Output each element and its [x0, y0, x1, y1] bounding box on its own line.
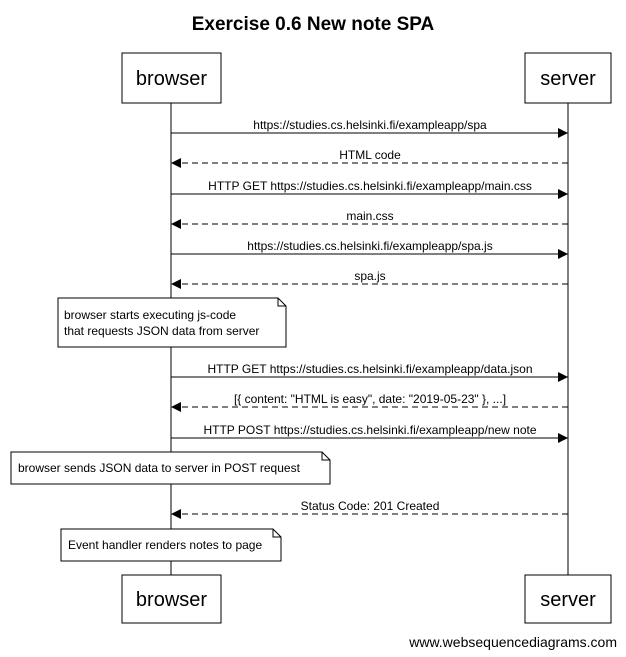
message-label: main.css [346, 209, 393, 223]
participant-server-label: server [540, 68, 596, 90]
message-label: https://studies.cs.helsinki.fi/exampleap… [253, 118, 487, 132]
message-request-spa: https://studies.cs.helsinki.fi/exampleap… [171, 118, 568, 138]
participant-browser-label: browser [136, 68, 207, 90]
participant-browser-bottom: browser [121, 574, 222, 624]
note-js-execution: browser starts executing js-code that re… [57, 297, 287, 348]
message-label: Status Code: 201 Created [301, 499, 440, 513]
note-event-handler: Event handler renders notes to page [60, 528, 282, 562]
message-response-spa-js: spa.js [171, 269, 568, 289]
participant-browser-label: browser [136, 589, 207, 611]
diagram-title: Exercise 0.6 New note SPA [192, 14, 435, 35]
message-label: spa.js [354, 269, 385, 283]
message-response-main-css: main.css [171, 209, 568, 229]
message-label: HTML code [339, 148, 401, 162]
participant-server-top: server [524, 52, 612, 104]
note-line: browser starts executing js-code [64, 308, 236, 322]
message-response-201: Status Code: 201 Created [171, 499, 568, 519]
note-post-request: browser sends JSON data to server in POS… [10, 451, 331, 485]
note-line: Event handler renders notes to page [68, 538, 262, 552]
message-response-data-json: [{ content: "HTML is easy", date: "2019-… [171, 392, 568, 412]
footer-watermark: www.websequencediagrams.com [408, 634, 617, 650]
message-request-spa-js: https://studies.cs.helsinki.fi/exampleap… [171, 239, 568, 259]
message-request-main-css: HTTP GET https://studies.cs.helsinki.fi/… [171, 179, 568, 199]
participant-browser-top: browser [121, 52, 222, 104]
note-line: that requests JSON data from server [64, 324, 259, 338]
message-label: [{ content: "HTML is easy", date: "2019-… [234, 392, 506, 406]
message-label: HTTP GET https://studies.cs.helsinki.fi/… [207, 362, 532, 376]
message-post-new-note: HTTP POST https://studies.cs.helsinki.fi… [171, 423, 568, 443]
message-response-html: HTML code [171, 148, 568, 168]
message-label: https://studies.cs.helsinki.fi/exampleap… [247, 239, 492, 253]
message-request-data-json: HTTP GET https://studies.cs.helsinki.fi/… [171, 362, 568, 382]
participant-server-bottom: server [524, 574, 612, 624]
participant-server-label: server [540, 589, 596, 611]
note-line: browser sends JSON data to server in POS… [18, 461, 301, 475]
message-label: HTTP GET https://studies.cs.helsinki.fi/… [208, 179, 532, 193]
message-label: HTTP POST https://studies.cs.helsinki.fi… [203, 423, 536, 437]
